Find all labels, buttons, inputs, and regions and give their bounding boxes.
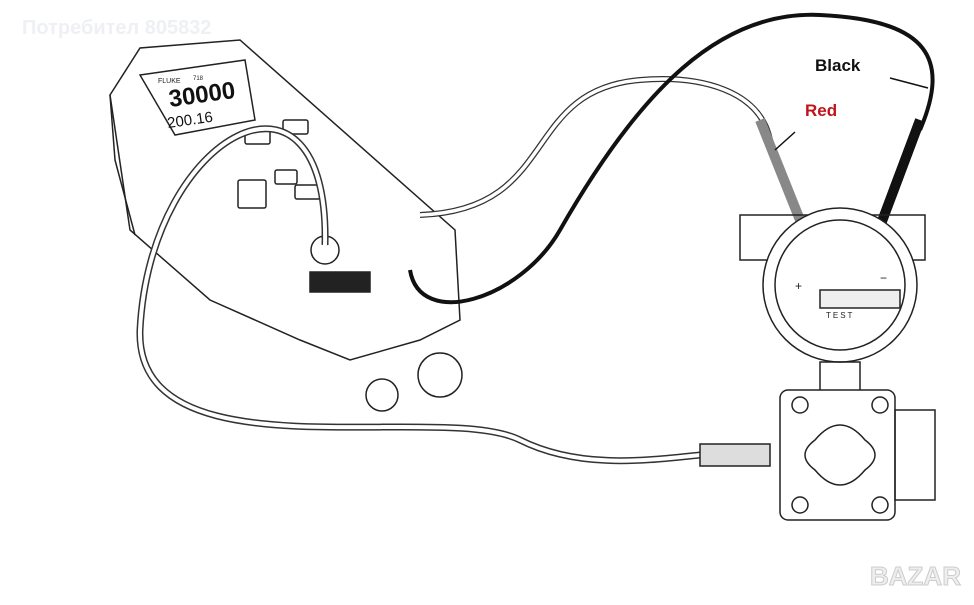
black-lead-label: Black	[815, 56, 861, 75]
hold-button[interactable]	[237, 179, 267, 209]
pressure-calibrator: FLUKE 718 30000 200.16	[109, 39, 463, 412]
pressure-knob[interactable]	[417, 352, 463, 398]
watermark: Потребител 805832	[22, 17, 212, 39]
range-label-plate	[309, 271, 371, 293]
test-label: TEST	[826, 311, 854, 320]
minus-terminal-label: −	[880, 271, 887, 285]
zero-button[interactable]	[282, 119, 309, 135]
bazar-logo: BAZAR	[870, 561, 961, 591]
red-lead-label: Red	[805, 101, 838, 120]
plus-terminal-label: +	[795, 279, 802, 293]
brand-label: FLUKE	[158, 78, 181, 85]
label-arrows	[774, 77, 929, 151]
red-test-lead	[419, 76, 773, 218]
secondary-reading: 200.16	[166, 109, 214, 132]
model-label: 718	[193, 76, 204, 82]
hose-fitting	[699, 443, 771, 467]
minmax-button[interactable]	[274, 169, 298, 185]
black-test-lead	[408, 12, 935, 305]
vernier-knob[interactable]	[365, 378, 399, 412]
pressure-transmitter: + − TEST	[739, 207, 936, 521]
